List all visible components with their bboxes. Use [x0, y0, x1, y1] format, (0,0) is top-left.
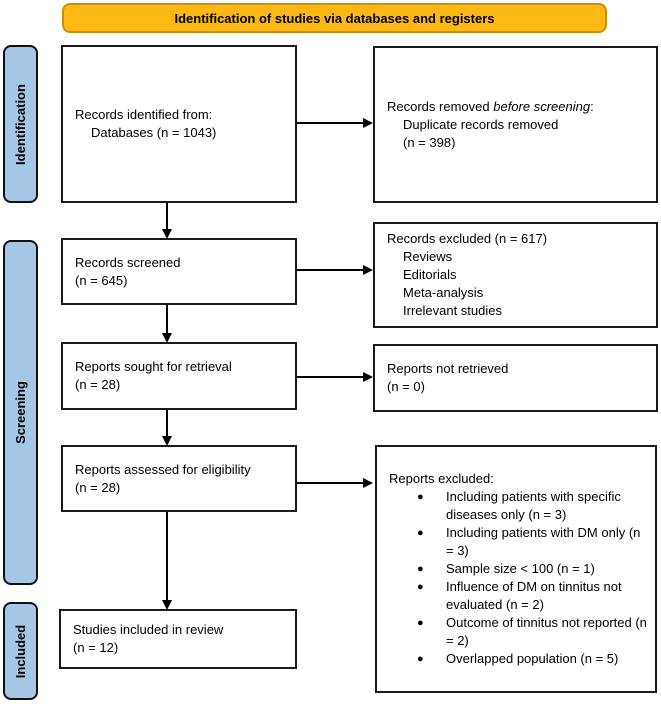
stage-label-screening: Screening: [3, 240, 38, 585]
arrow-screened-to-excluded-head: [363, 265, 373, 275]
arrow-screened-to-sought-head: [162, 333, 172, 343]
arrow-screened-to-sought-line: [166, 305, 168, 334]
box-studies-included: Studies included in review (n = 12): [59, 609, 297, 669]
arrow-identified-to-removed-head: [363, 118, 373, 128]
arrow-assessed-to-excluded-line: [297, 482, 364, 484]
box-line: (n = 0): [387, 379, 425, 394]
box-line: Studies included in review: [73, 622, 224, 637]
stage-label-identification: Identification: [3, 45, 38, 203]
arrow-identified-to-screened-line: [166, 203, 168, 230]
box-line: (n = 12): [73, 640, 119, 655]
box-line: (n = 28): [75, 479, 121, 495]
box-reports-sought: Reports sought for retrieval (n = 28): [61, 342, 297, 410]
arrow-sought-to-notretrieved-line: [297, 376, 364, 378]
arrow-sought-to-notretrieved-head: [363, 372, 373, 382]
box-line: Reports not retrieved: [387, 361, 509, 376]
arrow-assessed-to-excluded-head: [363, 478, 373, 488]
exclusion-reason: Overlapped population (n = 5): [389, 650, 647, 668]
exclusion-reason: Including patients with specific disease…: [389, 488, 647, 524]
box-line: Reports sought for retrieval: [75, 359, 232, 374]
stage-label-included: Included: [3, 602, 38, 700]
arrow-assessed-to-included-head: [162, 600, 172, 610]
box-line: Records identified from:: [75, 107, 213, 122]
box-reports-not-retrieved: Reports not retrieved (n = 0): [373, 344, 658, 412]
arrow-identified-to-removed-line: [297, 122, 364, 124]
arrow-assessed-to-included-line: [166, 512, 168, 601]
stage-label-included-text: Included: [13, 624, 29, 678]
excluded-reason: Reviews: [403, 249, 453, 264]
exclusion-reason: Including patients with DM only (n = 3): [389, 524, 647, 560]
box-records-identified: Records identified from: Databases (n = …: [61, 45, 297, 203]
box-records-removed: Records removed before screening: Duplic…: [373, 46, 658, 203]
arrow-screened-to-excluded-line: [297, 269, 364, 271]
box-line: Records screened: [75, 254, 181, 270]
stage-label-screening-text: Screening: [13, 381, 29, 444]
box-line: (n = 28): [75, 377, 121, 392]
banner-identification-via-databases: Identification of studies via databases …: [62, 3, 607, 33]
box-reports-excluded: Reports excluded: Including patients wit…: [375, 445, 657, 693]
banner-title: Identification of studies via databases …: [174, 10, 495, 26]
removed-suffix: :: [590, 98, 594, 114]
arrow-identified-to-screened-head: [162, 229, 172, 239]
exclusion-reason-list: Including patients with specific disease…: [389, 488, 647, 668]
box-line: Databases (n = 1043): [91, 125, 217, 140]
removed-prefix: Records removed: [387, 98, 490, 114]
box-line: Reports excluded:: [389, 471, 494, 486]
arrow-sought-to-assessed-line: [166, 410, 168, 437]
removed-italic: before screening: [493, 98, 591, 114]
box-line: (n = 645): [75, 272, 128, 288]
stage-label-identification-text: Identification: [13, 83, 29, 165]
box-records-excluded: Records excluded (n = 617) Reviews Edito…: [373, 222, 658, 328]
exclusion-reason: Influence of DM on tinnitus not evaluate…: [389, 578, 647, 614]
exclusion-reason: Outcome of tinnitus not reported (n = 2): [389, 614, 647, 650]
box-reports-assessed: Reports assessed for eligibility (n = 28…: [61, 445, 297, 512]
box-line: Reports assessed for eligibility: [75, 461, 251, 477]
box-line: Duplicate records removed: [403, 116, 559, 132]
box-line: Records excluded (n = 617): [387, 231, 548, 246]
arrow-sought-to-assessed-head: [162, 436, 172, 446]
box-line: Records removed before screening:: [387, 98, 648, 116]
exclusion-reason: Sample size < 100 (n = 1): [389, 560, 647, 578]
excluded-reason: Irrelevant studies: [403, 303, 502, 318]
excluded-reason: Editorials: [403, 267, 457, 282]
box-records-screened: Records screened (n = 645): [61, 238, 297, 305]
excluded-reason: Meta-analysis: [403, 285, 484, 300]
box-line: (n = 398): [403, 134, 456, 150]
